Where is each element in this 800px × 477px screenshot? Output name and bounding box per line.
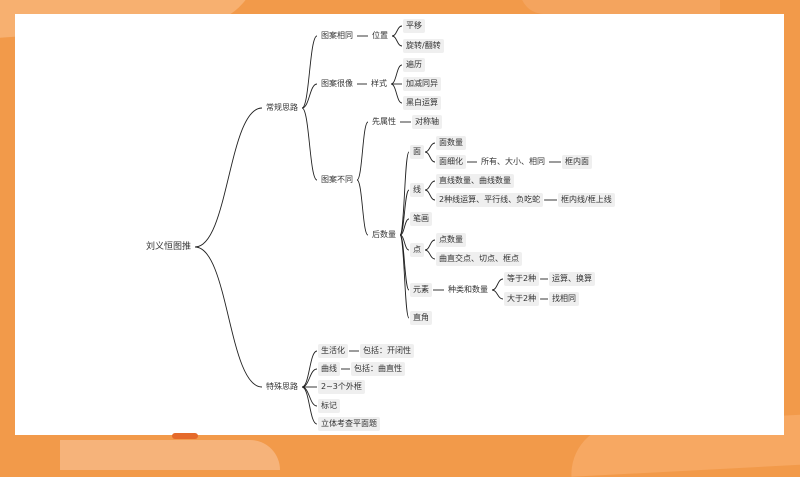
connector-n2-n2e [301,386,318,425]
connector-root-n1 [194,107,263,248]
node-face-count[interactable]: 面数量 [436,136,466,150]
mindmap-root[interactable]: 刘义恒图推 [146,242,192,252]
node-straight-curve-count[interactable]: 直线数量、曲线数量 [436,174,514,188]
node-traverse[interactable]: 遍历 [403,58,425,72]
slide-indicator [172,433,198,439]
node-special-approach[interactable]: 特殊思路 [266,382,298,391]
connector-n2-n2d [301,386,318,407]
connector-n1c2-q4 [399,234,410,251]
node-position[interactable]: 位置 [372,31,388,40]
node-two-three-frames[interactable]: 2~3个外框 [318,380,365,394]
slide-card: 刘义恒图推 常规思路 图案相同 位置 平移 旋转/翻转 图案很像 样式 遍历 加… [15,14,784,435]
node-curve[interactable]: 曲线 [318,362,340,376]
node-two-line-operations[interactable]: 2种线运算、平行线、负吃蛇 [436,193,544,207]
node-find-same[interactable]: 找相同 [549,292,579,306]
node-similar-pattern[interactable]: 图案很像 [321,79,353,88]
node-symmetry-axis[interactable]: 对称轴 [412,115,442,129]
node-face[interactable]: 面 [410,145,424,159]
connector-root-n2 [194,246,263,388]
node-stroke[interactable]: 笔画 [410,212,432,226]
node-includes-curvature[interactable]: 包括：曲直性 [351,362,405,376]
node-kind-and-count[interactable]: 种类和数量 [448,285,488,294]
node-3d-planar-question[interactable]: 立体考查平面题 [318,417,380,431]
connector-n2-n2b [301,368,318,388]
node-attribute-first[interactable]: 先属性 [372,117,396,126]
node-rotate-flip[interactable]: 旋转/翻转 [403,39,444,53]
node-inner-face[interactable]: 框内面 [562,155,592,169]
node-conventional-approach[interactable]: 常规思路 [266,103,298,112]
node-same-pattern[interactable]: 图案相同 [321,31,353,40]
connector-n1b1-n1b1a [390,64,403,85]
connector-n1c-n1c2 [356,179,369,236]
connector-q2-q2b [424,189,436,201]
connector-q1-q1b [424,151,436,163]
node-line[interactable]: 线 [410,183,424,197]
connector-q1-q1a [424,142,436,153]
node-different-pattern[interactable]: 图案不同 [321,175,353,184]
node-all-size-same[interactable]: 所有、大小、相同 [481,157,545,166]
node-inner-outer-line[interactable]: 框内线/框上线 [558,193,615,207]
decor-shape-bottom-left [60,440,280,470]
node-translation[interactable]: 平移 [403,19,425,33]
connector-n1a1-n1a1b [391,35,403,47]
connector-q5a-q5a1 [491,278,504,291]
node-includes-open-closed[interactable]: 包括：开闭性 [360,344,414,358]
node-more-than-two-kinds[interactable]: 大于2种 [504,292,540,306]
node-face-detail[interactable]: 面细化 [436,155,466,169]
connector-n1b1-n1b1c [390,83,403,104]
node-marking[interactable]: 标记 [318,399,340,413]
node-equals-two-kinds[interactable]: 等于2种 [504,272,540,286]
node-real-life[interactable]: 生活化 [318,344,348,358]
node-black-white-operation[interactable]: 黑白运算 [403,96,441,110]
node-operation-conversion[interactable]: 运算、换算 [549,272,595,286]
connector-q2-q2a [424,180,436,191]
node-style[interactable]: 样式 [371,79,387,88]
mindmap-connectors [194,25,561,425]
node-add-subtract-same-diff[interactable]: 加减同异 [403,77,441,91]
node-element[interactable]: 元素 [410,283,432,297]
node-right-angle[interactable]: 直角 [410,311,432,325]
connector-n2-n2a [301,350,318,388]
decor-shape-top-right [520,0,720,14]
node-intersection-tangent-points[interactable]: 曲直交点、切点、框点 [436,252,522,266]
connector-q5a-q5a2 [491,289,504,300]
connector-n1-n1c [301,107,318,181]
node-quantity-after[interactable]: 后数量 [372,230,396,239]
connector-q4-q4b [424,249,436,260]
connector-n1c2-q1 [399,151,410,236]
node-point-count[interactable]: 点数量 [436,233,466,247]
connector-n1a1-n1a1a [391,25,403,37]
node-point[interactable]: 点 [410,243,424,257]
connector-n1c2-q3 [399,218,410,236]
connector-n1c-n1c1 [356,121,369,181]
connector-q4-q4a [424,239,436,251]
connector-n1c2-q2 [399,189,410,236]
connector-n1c2-q6 [399,234,410,319]
connector-n1-n1a [301,35,318,109]
connector-n1-n1b [301,83,318,109]
